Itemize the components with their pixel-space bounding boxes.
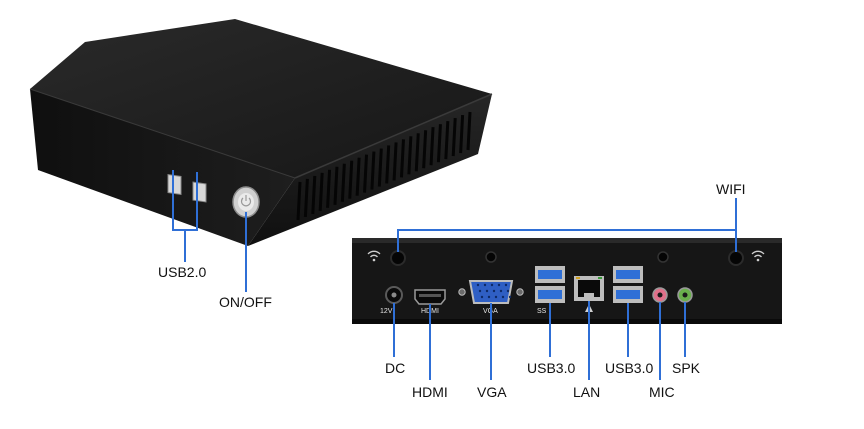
label-wifi: WIFI <box>716 181 746 197</box>
wifi-signal-icon-left <box>367 250 381 262</box>
label-vga: VGA <box>477 384 507 400</box>
label-usb3-left: USB3.0 <box>527 360 576 376</box>
label-usb2: USB2.0 <box>158 264 207 280</box>
dc-rating-text: 12V <box>380 308 393 315</box>
vga-pins <box>476 283 512 299</box>
vent-slots <box>296 111 472 221</box>
vga-pin <box>504 283 508 287</box>
label-dc: DC <box>385 360 406 376</box>
label-lan: LAN <box>573 384 601 400</box>
vent-slot <box>333 166 339 205</box>
usb2-port-2 <box>192 181 207 203</box>
vga-pin <box>506 289 510 293</box>
vent-slot <box>370 151 376 190</box>
vent-slot <box>451 118 457 157</box>
label-usb3-right: USB3.0 <box>605 360 654 376</box>
vent-slot <box>296 181 302 221</box>
case-front-side <box>248 94 492 246</box>
vga-pin <box>478 289 482 293</box>
lan-port <box>574 276 604 312</box>
vent-slot <box>444 121 450 160</box>
vent-slot <box>303 178 309 218</box>
vga-pin <box>487 295 491 299</box>
antenna-port-left <box>390 250 406 266</box>
vent-slot <box>466 111 472 151</box>
label-spk: SPK <box>672 360 701 376</box>
spk-jack <box>677 287 693 303</box>
antenna-port-right <box>728 250 744 266</box>
vent-slot <box>348 160 354 199</box>
callout-wifi <box>397 229 737 252</box>
vent-slot <box>340 163 346 202</box>
vent-slot <box>377 148 383 187</box>
vga-pin <box>483 283 487 287</box>
vga-pin <box>485 289 489 293</box>
label-onoff: ON/OFF <box>219 294 272 310</box>
vga-pin <box>501 295 505 299</box>
vent-slot <box>311 175 317 214</box>
vent-slot <box>422 130 428 169</box>
vent-slot <box>326 169 332 208</box>
vent-slot <box>407 136 413 175</box>
rear-panel-body <box>352 238 782 324</box>
vent-slot <box>459 114 465 154</box>
label-hdmi: HDMI <box>412 384 448 400</box>
vent-slot <box>429 127 435 166</box>
vent-slot <box>414 133 420 172</box>
vga-pin <box>508 295 512 299</box>
vent-slot <box>399 139 405 178</box>
usb3-stack-left: SS <box>535 266 565 315</box>
usb3-logo-text: SS <box>537 308 547 315</box>
wifi-signal-icon-right <box>751 250 765 262</box>
callout-lines <box>172 170 737 380</box>
vga-pin <box>492 289 496 293</box>
rear-panel: 12V HDMI VGA SS <box>352 238 782 324</box>
vent-slot <box>436 124 442 163</box>
vga-pin <box>497 283 501 287</box>
screw-hole <box>657 251 669 263</box>
vga-pin <box>490 283 494 287</box>
vga-pin <box>494 295 498 299</box>
vent-slot <box>318 172 324 211</box>
case-left-side <box>30 89 295 246</box>
usb2-port-1 <box>167 174 182 196</box>
vent-slot <box>363 154 369 193</box>
vent-slot <box>355 157 361 196</box>
vga-pin <box>476 283 480 287</box>
vent-slot <box>392 142 398 181</box>
vga-pin <box>499 289 503 293</box>
mini-pc-3d-view <box>29 19 493 246</box>
mic-jack <box>652 287 668 303</box>
usb3-stack-right <box>613 266 643 303</box>
screw-hole <box>485 251 497 263</box>
label-mic: MIC <box>649 384 675 400</box>
case-top <box>30 19 492 178</box>
vga-pin <box>480 295 484 299</box>
vent-slot <box>385 145 391 184</box>
